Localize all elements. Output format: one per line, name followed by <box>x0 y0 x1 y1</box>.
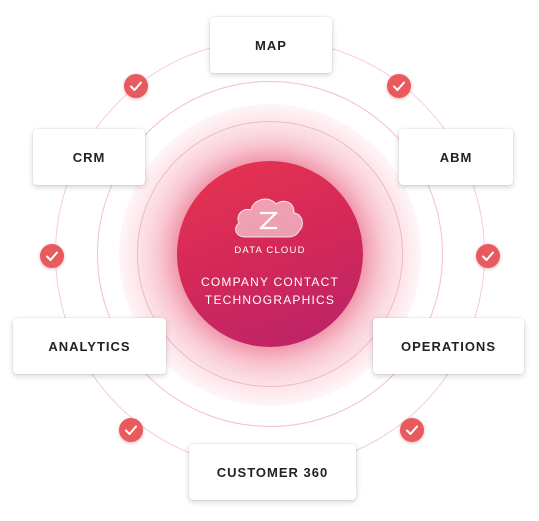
check-circle-icon <box>40 244 64 268</box>
check-circle-icon <box>119 418 143 442</box>
node-operations[interactable]: OPERATIONS <box>373 318 524 374</box>
node-abm[interactable]: ABM <box>399 129 513 185</box>
data-cloud-label: DATA CLOUD <box>234 245 306 256</box>
check-circle-icon <box>124 74 148 98</box>
data-cloud-core <box>177 161 363 347</box>
middle-ring <box>97 81 443 427</box>
cloud-z-logo-icon <box>235 198 303 238</box>
node-customer-360[interactable]: CUSTOMER 360 <box>189 444 356 500</box>
inner-ring <box>137 121 403 387</box>
core-line-technographics: TECHNOGRAPHICS <box>204 293 336 307</box>
node-analytics[interactable]: ANALYTICS <box>13 318 166 374</box>
check-circle-icon <box>476 244 500 268</box>
core-line-company-contact: COMPANY CONTACT <box>200 275 339 289</box>
check-circle-icon <box>387 74 411 98</box>
node-map[interactable]: MAP <box>210 17 332 73</box>
check-circle-icon <box>400 418 424 442</box>
node-crm[interactable]: CRM <box>33 129 145 185</box>
